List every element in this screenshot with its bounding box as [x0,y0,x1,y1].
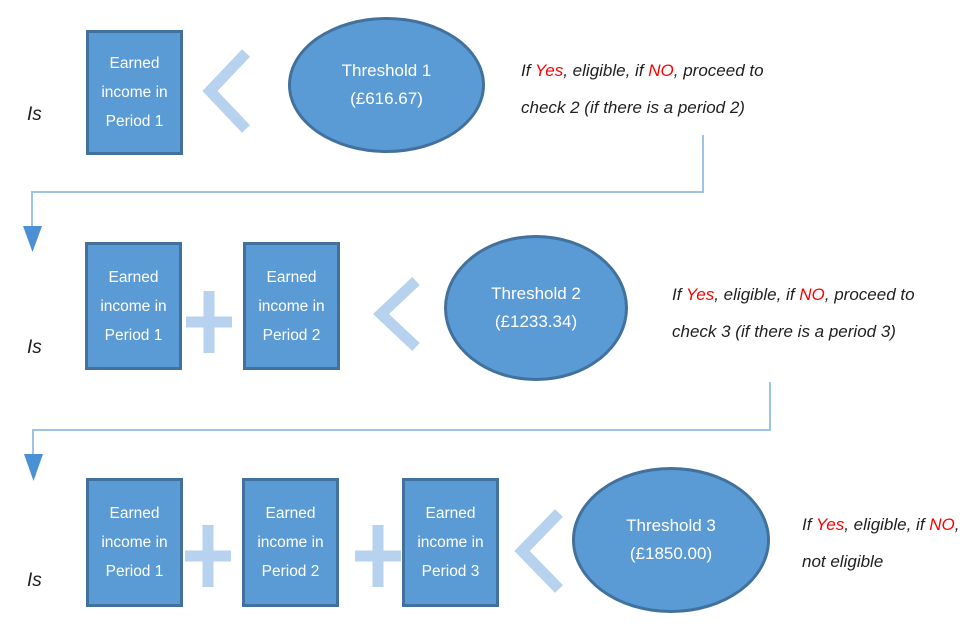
box-line: income in [258,297,325,315]
box-line: Period 2 [262,326,321,344]
earned-income-box-p1: Earned income in Period 1 [86,30,183,155]
earned-income-box-p2: Earned income in Period 2 [242,478,339,607]
threshold-amount: (£616.67) [350,89,423,108]
threshold-name: Threshold 3 [626,516,716,535]
yes-highlight: Yes [534,61,564,80]
note-check1: If Yes, eligible, if NO, proceed to chec… [521,52,764,126]
note-check2: If Yes, eligible, if NO, proceed to chec… [672,276,915,350]
box-line: Period 1 [105,563,164,580]
connector-check2-to-check3 [32,382,771,456]
note-line-1: If Yes, eligible, if NO, proceed to [521,61,764,80]
less-than-icon [202,49,250,133]
box-line: Earned [266,268,317,286]
arrow-down-icon [23,226,42,252]
threshold-2-ellipse: Threshold 2 (£1233.34) [444,235,628,381]
is-label: Is [27,337,42,358]
yes-highlight: Yes [685,285,715,304]
threshold-name: Threshold 2 [491,284,581,303]
box-line: Period 2 [261,563,320,580]
is-label: Is [27,570,42,591]
plus-icon [185,525,231,587]
no-highlight: NO [648,61,674,80]
note-line-2: check 2 (if there is a period 2) [521,98,745,117]
note-check3: If Yes, eligible, if NO, not eligible [802,506,960,580]
earned-income-box-p2: Earned income in Period 2 [243,242,340,370]
earned-income-box-p1: Earned income in Period 1 [85,242,182,370]
box-line: Period 3 [421,563,480,580]
no-highlight: NO [799,285,825,304]
box-line: Period 1 [105,113,164,130]
box-line: Earned [109,505,160,522]
earned-income-box-p1: Earned income in Period 1 [86,478,183,607]
box-line: income in [101,534,168,551]
box-line: income in [100,297,167,315]
less-than-icon [372,276,420,352]
box-line: Earned [425,505,476,522]
note-line-2: not eligible [802,552,884,571]
earned-income-box-p3: Earned income in Period 3 [402,478,499,607]
threshold-1-ellipse: Threshold 1 (£616.67) [288,17,485,153]
threshold-amount: (£1233.34) [494,312,578,331]
threshold-amount: (£1850.00) [629,544,713,563]
threshold-3-ellipse: Threshold 3 (£1850.00) [572,467,770,613]
box-line: income in [417,534,484,551]
box-line: Period 1 [104,326,163,344]
is-label: Is [27,104,42,125]
arrow-down-icon [24,454,43,481]
yes-highlight: Yes [815,515,845,534]
plus-icon [186,291,232,353]
box-line: Earned [265,505,316,522]
box-line: Earned [109,55,160,72]
box-line: Earned [108,268,159,286]
box-line: income in [257,534,324,551]
note-line-2: check 3 (if there is a period 3) [672,322,896,341]
plus-icon [355,525,401,587]
no-highlight: NO [929,515,955,534]
less-than-icon [514,509,563,593]
note-line-1: If Yes, eligible, if NO, proceed to [672,285,915,304]
box-line: income in [101,84,168,101]
threshold-name: Threshold 1 [341,61,432,80]
note-line-1: If Yes, eligible, if NO, [802,515,960,534]
